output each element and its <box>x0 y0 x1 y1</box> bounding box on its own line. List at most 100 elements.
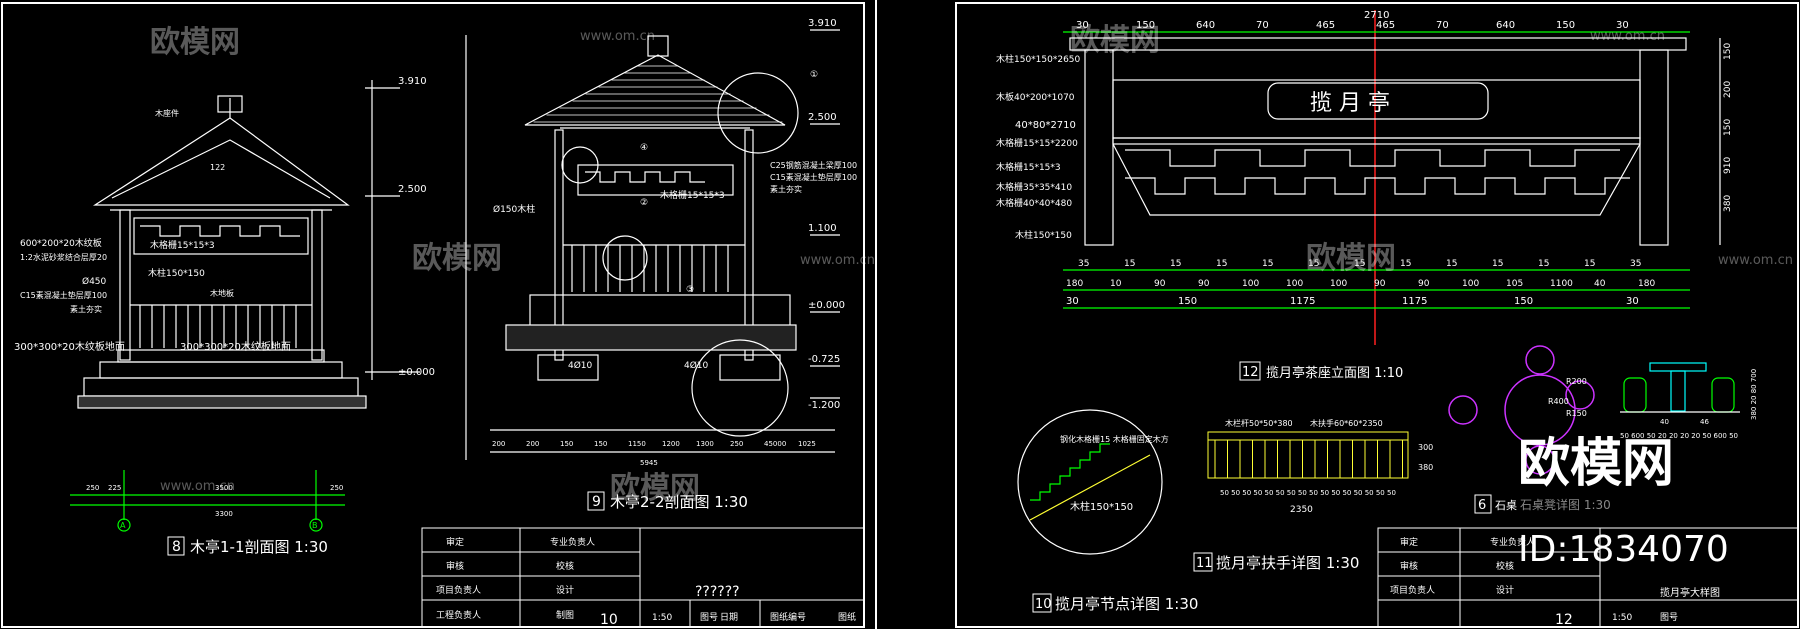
dim-label: 200 <box>526 440 539 448</box>
dim-label: 150 <box>1178 296 1197 307</box>
dim-label: 200 <box>1723 81 1733 98</box>
foundation-2 <box>505 324 797 351</box>
dim-label: 15 <box>1400 259 1411 269</box>
grid-label-b: B <box>312 521 318 530</box>
tb-l-c2-0: 专业负责人 <box>550 536 595 548</box>
dim-label: 150 <box>1136 20 1155 31</box>
dim-total: 3300 <box>215 510 233 518</box>
dim-label: 100 <box>1242 279 1259 289</box>
dim-label: 15 <box>1492 259 1503 269</box>
tb-r-c1-2: 项目负责人 <box>1390 584 1435 596</box>
detail6-number: 6 <box>1478 498 1486 513</box>
label-floor: 木地板 <box>210 288 234 298</box>
elev12-number: 12 <box>1242 365 1259 380</box>
dim-label: 640 <box>1196 20 1215 31</box>
tb-l-label-d: 图纸 <box>838 611 856 623</box>
watermark-url-1: www.om.cn <box>580 29 655 44</box>
detail11-dim-r1: 300 <box>1418 443 1433 452</box>
level-3910: 3.910 <box>398 76 427 87</box>
tb-l-title: ?????? <box>695 584 740 600</box>
tb-right-frame <box>1377 527 1799 628</box>
elev2-dim-total: 5945 <box>640 459 658 467</box>
detail6-dims: 50 600 50 20 20 20 20 50 600 50 <box>1620 432 1738 440</box>
tb-l-c1-1: 审核 <box>446 560 464 572</box>
mid-rail <box>1112 137 1641 145</box>
elev1-title: 木亭1-1剖面图 1:30 <box>190 538 328 556</box>
dim-label: 1300 <box>696 440 714 448</box>
tb-l-scale: 1:50 <box>652 613 672 623</box>
dim-label: 15 <box>1538 259 1549 269</box>
dim-label: 1150 <box>628 440 646 448</box>
column-right <box>1639 49 1669 246</box>
dim-label: 1200 <box>662 440 680 448</box>
dim-label: 35 <box>1078 259 1089 269</box>
detail11-title: 揽月亭扶手详图 1:30 <box>1216 554 1359 572</box>
dim-label: 15 <box>1262 259 1273 269</box>
lattice-12-frame <box>1112 143 1641 216</box>
tb-l-label-a: 图号 <box>700 612 718 623</box>
label-e: 素土夯实 <box>70 304 102 314</box>
detail-10 <box>1017 409 1163 555</box>
elev12-number-box <box>1239 361 1261 381</box>
foundation-hatch <box>77 395 367 409</box>
dim-label: 150 <box>1514 296 1533 307</box>
label-post-2: Ø150木柱 <box>493 203 535 215</box>
left-title-block <box>421 527 865 628</box>
tb-r-c2-1: 校核 <box>1496 560 1514 572</box>
label-lattice-2: 木格栅15*15*3 <box>660 189 725 201</box>
watermark-logo-2: 欧模网 <box>1070 23 1160 58</box>
lvl2-0000: ±0.000 <box>808 300 845 311</box>
stool-left <box>1448 395 1478 425</box>
detail11-dim-total: 2350 <box>1290 505 1313 515</box>
roof-2-outline <box>524 54 786 126</box>
dim-label: 15 <box>1584 259 1595 269</box>
tb-l-c2-3: 制图 <box>556 609 574 621</box>
detail-11-text: 木栏杆50*50*380 木扶手60*60*2350 50 50 50 50 5… <box>1193 418 1433 572</box>
post-left <box>119 209 131 361</box>
dim-label: 250 <box>730 440 743 448</box>
detail11-dim-r2: 380 <box>1418 463 1433 472</box>
dim-label: 15 <box>1354 259 1365 269</box>
dim-label: 105 <box>1506 279 1523 289</box>
dim-label: 150 <box>1723 119 1733 136</box>
label-a: 600*200*20木纹板 <box>20 237 102 249</box>
lbl12-b: 木板40*200*1070 <box>996 91 1075 103</box>
railing-balusters <box>139 305 297 348</box>
elevation-2 <box>465 29 840 460</box>
dim-label: 90 <box>1418 279 1430 289</box>
detail6-r150: R150 <box>1566 409 1587 418</box>
tb-r-label-a: 图号 <box>1660 612 1678 623</box>
dim-label: 640 <box>1496 20 1515 31</box>
callout-c: ③ <box>686 285 694 295</box>
lbl12-f: 木格栅35*35*410 <box>996 181 1072 193</box>
dim-label: 10 <box>1110 279 1122 289</box>
dim-label: 180 <box>1638 279 1655 289</box>
detail11-dim-row: 50 50 50 50 50 50 50 50 50 50 50 50 50 5… <box>1220 489 1396 497</box>
handrail-frame <box>1207 431 1409 479</box>
dim-label: 100 <box>1330 279 1347 289</box>
detail6-mid-a: 40 <box>1660 418 1669 426</box>
lvl2-3910: 3.910 <box>808 18 837 29</box>
lattice-2-pattern <box>585 171 705 183</box>
label-lattice: 木格栅15*15*3 <box>150 239 215 251</box>
stool-right <box>1565 380 1595 410</box>
detail11-lbl-b: 木扶手60*60*2350 <box>1310 418 1383 428</box>
tb-r-title: 揽月亭大样图 <box>1660 586 1720 599</box>
lvl2-m0725: -0.725 <box>808 354 840 365</box>
tb-r-c2-2: 设计 <box>1496 584 1514 596</box>
detail-callout-roof <box>717 72 799 154</box>
dim-label: 1025 <box>798 440 816 448</box>
dim-label: 15 <box>1216 259 1227 269</box>
dim-label: 90 <box>1154 279 1166 289</box>
detail10-number: 10 <box>1035 597 1052 612</box>
dim-label: 100 <box>1286 279 1303 289</box>
detail-10-text: 钢化木格栅15 木格栅固定木方 木柱150*150 10 揽月亭节点详图 1:3… <box>1032 434 1198 613</box>
dim-label: 1100 <box>1550 279 1573 289</box>
tb-r-c1-0: 审定 <box>1400 536 1418 548</box>
dim-label: 380 <box>1723 195 1733 212</box>
